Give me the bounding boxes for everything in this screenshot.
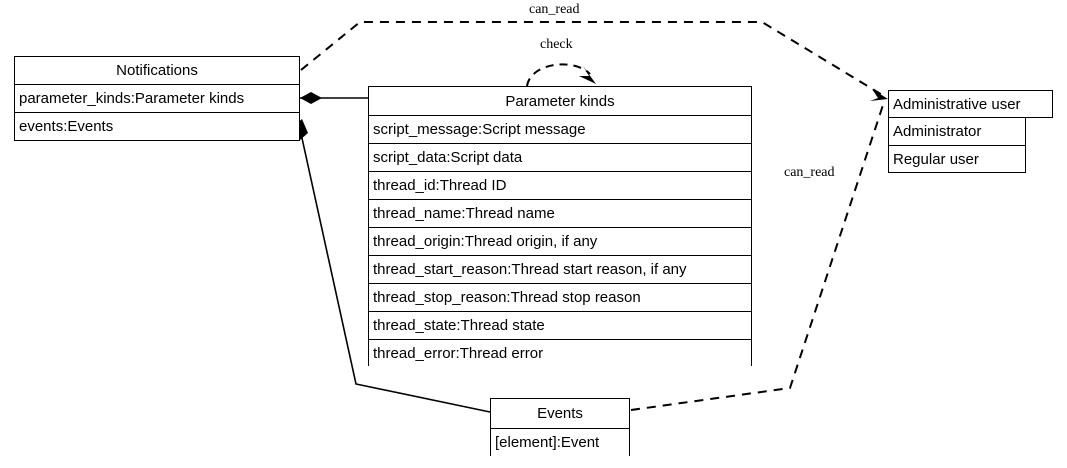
arrowhead-check [579,66,596,84]
arrowhead-can-read-top [870,89,888,101]
class-title-notifications: Notifications [15,57,299,84]
edge-can-read-notifications-to-admin [300,21,885,97]
class-attribute-row: script_message:Script message [369,115,751,143]
diamond-parameter-kinds [300,92,322,104]
class-attribute-row: thread_stop_reason:Thread stop reason [369,283,751,311]
edge-label-check: check [540,37,573,52]
class-attribute-row: thread_id:Thread ID [369,171,751,199]
class-attribute-row: thread_state:Thread state [369,311,751,339]
class-attribute-row: Regular user [889,145,1025,172]
class-title-parameter-kinds: Parameter kinds [369,87,751,115]
edge-label-can-read-top: can_read [529,2,580,17]
class-attribute-row: Administrator [889,118,1025,145]
class-box-notifications[interactable]: Notifications parameter_kinds:Parameter … [14,56,300,141]
class-attribute-row: parameter_kinds:Parameter kinds [15,84,299,112]
class-title-administrative-user: Administrative user [888,90,1053,118]
class-attribute-row: thread_name:Thread name [369,199,751,227]
edge-label-can-read-right: can_read [784,165,835,180]
class-box-parameter-kinds[interactable]: Parameter kinds script_message:Script me… [368,86,752,367]
class-attribute-group: Administrator Regular user [888,118,1026,173]
class-attribute-row: script_data:Script data [369,143,751,171]
class-box-administrative-user[interactable]: Administrative user Administrator Regula… [888,90,1053,174]
class-attribute-row: [element]:Event [491,428,629,456]
class-title-events: Events [491,399,629,428]
class-box-events[interactable]: Events [element]:Event [490,398,630,456]
class-attribute-row: thread_error:Thread error [369,339,751,367]
class-attribute-row: thread_start_reason:Thread start reason,… [369,255,751,283]
class-attribute-row: thread_origin:Thread origin, if any [369,227,751,255]
edge-check-self-loop [526,63,591,87]
class-attribute-row: events:Events [15,112,299,140]
